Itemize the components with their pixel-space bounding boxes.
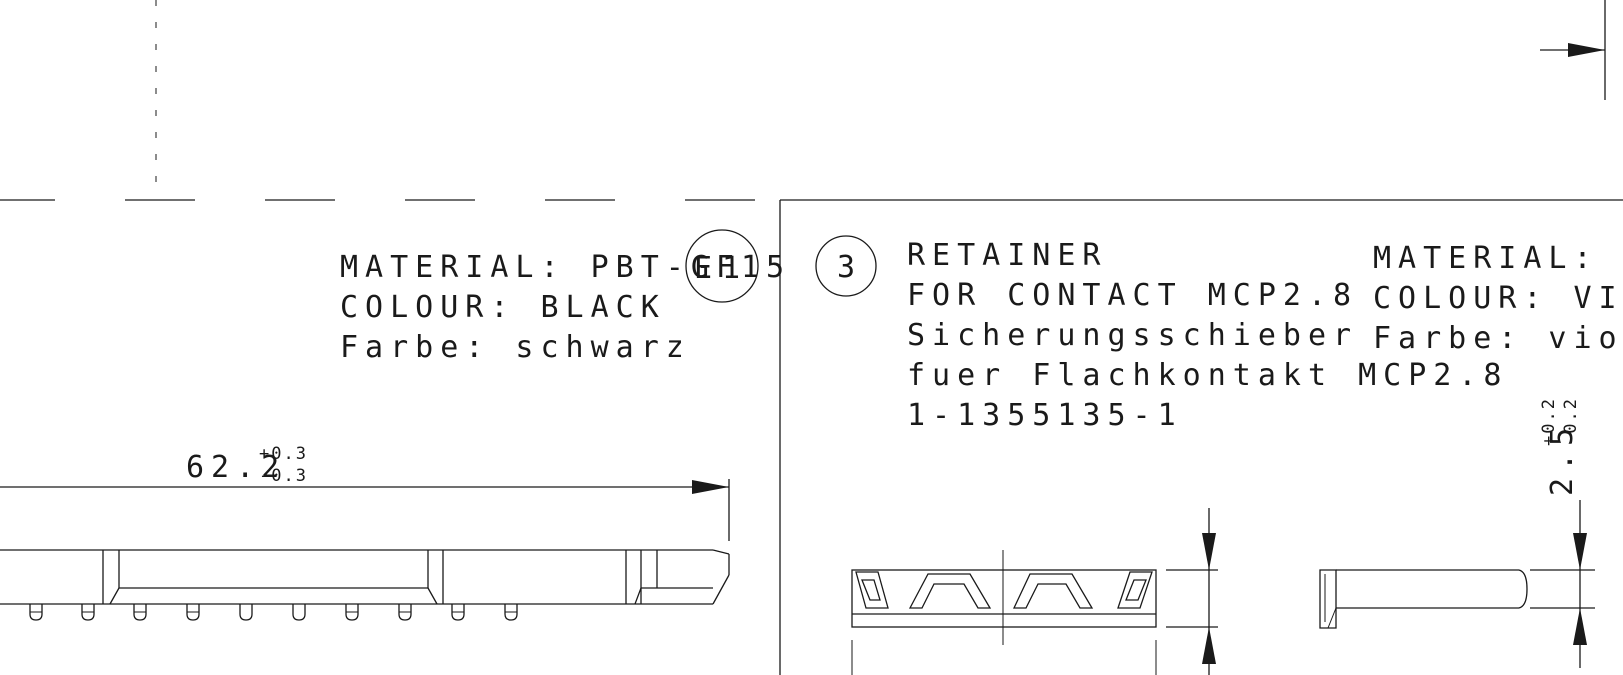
right-material: MATERIAL: PA6- <box>1373 241 1623 276</box>
note-marker: E1 <box>685 229 759 303</box>
note-marker-circle <box>685 229 759 303</box>
retainer-part-number: 1-1355135-1 <box>907 398 1183 433</box>
side-thickness-dimension: 2.5 +0.2 -0.2 <box>1530 397 1595 668</box>
retainer-height-dimension <box>1166 508 1218 675</box>
retainer-side-view <box>1319 569 1528 629</box>
left-tolerance-lower: -0.3 <box>259 466 308 486</box>
retainer-description: RETAINER FOR CONTACT MCP2.8 Sicherungssc… <box>907 238 1508 433</box>
retainer-name-line-3: Sicherungsschieber <box>907 318 1358 353</box>
retainer-front-view <box>851 550 1157 675</box>
left-colour: COLOUR: BLACK <box>340 290 666 325</box>
left-farbe: Farbe: schwarz <box>340 330 691 365</box>
left-dimension-value: 62.2 <box>186 450 286 485</box>
side-tolerance-upper: +0.2 <box>1539 397 1559 446</box>
left-material: MATERIAL: PBT-GF15 <box>340 250 791 285</box>
item-balloon: 3 <box>815 235 877 297</box>
right-part-notes: MATERIAL: PA6- COLOUR: VIOLET Farbe: vio… <box>1373 241 1623 356</box>
right-colour: COLOUR: VIOLET <box>1373 281 1623 316</box>
retainer-name-line-1: RETAINER <box>907 238 1108 273</box>
side-tolerance-lower: -0.2 <box>1561 397 1581 446</box>
left-overall-dimension: 62.2 +0.3 -0.3 <box>0 444 730 541</box>
item-balloon-number: 3 <box>837 250 855 285</box>
right-farbe: Farbe: violett <box>1373 321 1623 356</box>
left-connector-body <box>0 549 730 621</box>
item-balloon-circle <box>815 235 877 297</box>
retainer-name-line-4: fuer Flachkontakt MCP2.8 <box>907 358 1508 393</box>
left-part-notes: MATERIAL: PBT-GF15 COLOUR: BLACK Farbe: … <box>340 250 791 365</box>
left-dimension-arrowhead <box>692 480 729 494</box>
side-dimension-value: 2.5 <box>1545 421 1580 496</box>
top-right-arrowhead <box>1568 43 1605 57</box>
left-tolerance-upper: +0.3 <box>259 444 308 464</box>
note-marker-label: E1 <box>694 251 750 286</box>
retainer-name-line-2: FOR CONTACT MCP2.8 <box>907 278 1358 313</box>
